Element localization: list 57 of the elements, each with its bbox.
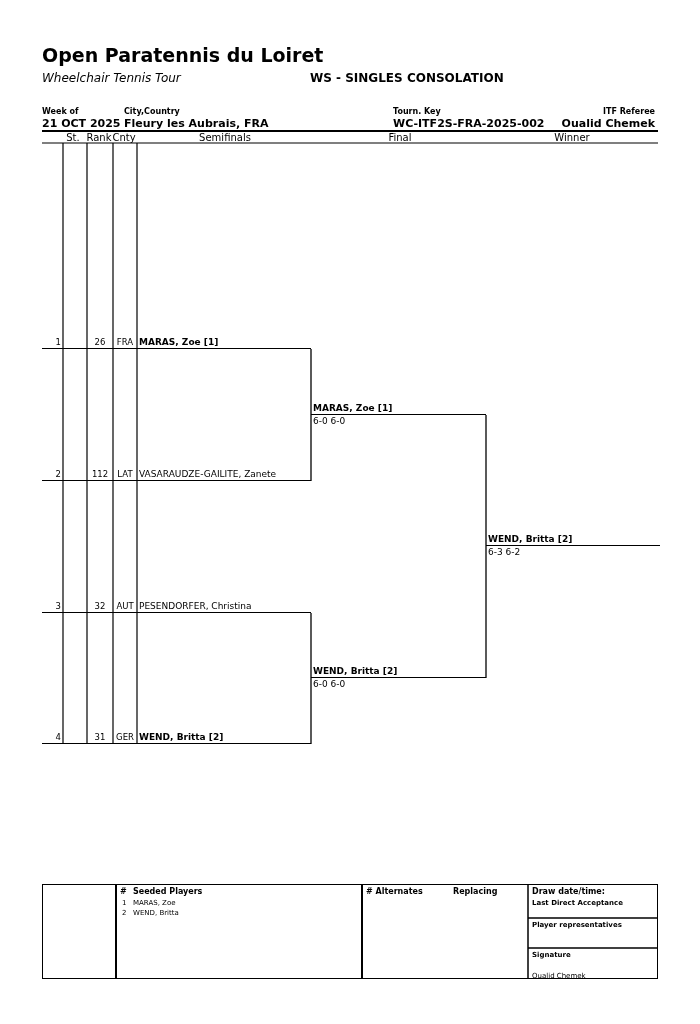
bracket-line (310, 612, 312, 679)
ranking: 31 (93, 732, 107, 743)
bracket-line (485, 414, 487, 547)
player-name: VASARAUDZE-GAILITE, Zanete (139, 469, 277, 480)
field-label: Week of (42, 107, 79, 117)
entry-number: 4 (55, 732, 61, 743)
player-name: WEND, Britta [2] (139, 732, 224, 743)
match-score: 6-0 6-0 (312, 678, 347, 690)
ranking: 26 (93, 337, 107, 348)
country-code: GER (115, 732, 135, 743)
winner-name: WEND, Britta [2] (312, 665, 399, 677)
column-header: St. (66, 132, 80, 144)
field-label: City,Country (124, 107, 180, 117)
table-header: # Alternates (366, 887, 423, 897)
event-name: WS - SINGLES CONSOLATION (310, 71, 504, 85)
bracket-line (310, 348, 312, 416)
bracket-line (310, 414, 312, 482)
draw-row (42, 600, 311, 613)
player-name: PESENDORFER, Christina (139, 601, 252, 612)
winner-name: WEND, Britta [2] (487, 533, 574, 545)
column-header: Rank (86, 132, 112, 144)
draw-row (42, 336, 311, 349)
table-header: Seeded Players (133, 887, 203, 897)
field-value: WC-ITF2S-FRA-2025-002 (393, 117, 545, 130)
column-header: Semifinals (199, 132, 251, 144)
country-code: LAT (116, 469, 134, 480)
subtitle: Wheelchair Tennis Tour (42, 71, 181, 85)
bracket-line (310, 677, 312, 745)
draw-row (42, 468, 311, 481)
entry-number: 2 (55, 469, 61, 480)
bracket-line (485, 545, 487, 679)
draw-slot (311, 402, 486, 427)
table-header: # (120, 887, 127, 897)
field-value: Fleury les Aubrais, FRA (124, 117, 269, 130)
title: Open Paratennis du Loiret (42, 44, 324, 66)
table-header: Draw date/time: (532, 887, 605, 897)
column-header: Final (388, 132, 412, 144)
entry-number: 3 (55, 601, 61, 612)
country-code: FRA (115, 337, 135, 348)
table-header: Replacing (453, 887, 498, 897)
column-header: Cnty (112, 132, 136, 144)
ranking: 112 (90, 469, 110, 480)
field-value: 21 OCT 2025 (42, 117, 121, 130)
match-score: 6-3 6-2 (487, 546, 522, 558)
draw-slot (486, 533, 660, 558)
winner-name: MARAS, Zoe [1] (312, 402, 394, 414)
field-label: ITF Referee (603, 107, 655, 117)
ranking: 32 (93, 601, 107, 612)
match-score: 6-0 6-0 (312, 415, 347, 427)
column-header: Winner (554, 132, 590, 144)
field-value: Oualid Chemek (561, 117, 655, 130)
player-name: MARAS, Zoe [1] (139, 337, 219, 348)
entry-number: 1 (55, 337, 61, 348)
country-code: AUT (115, 601, 135, 612)
draw-row (42, 731, 311, 744)
draw-slot (311, 665, 486, 690)
field-label: Tourn. Key (393, 107, 441, 117)
